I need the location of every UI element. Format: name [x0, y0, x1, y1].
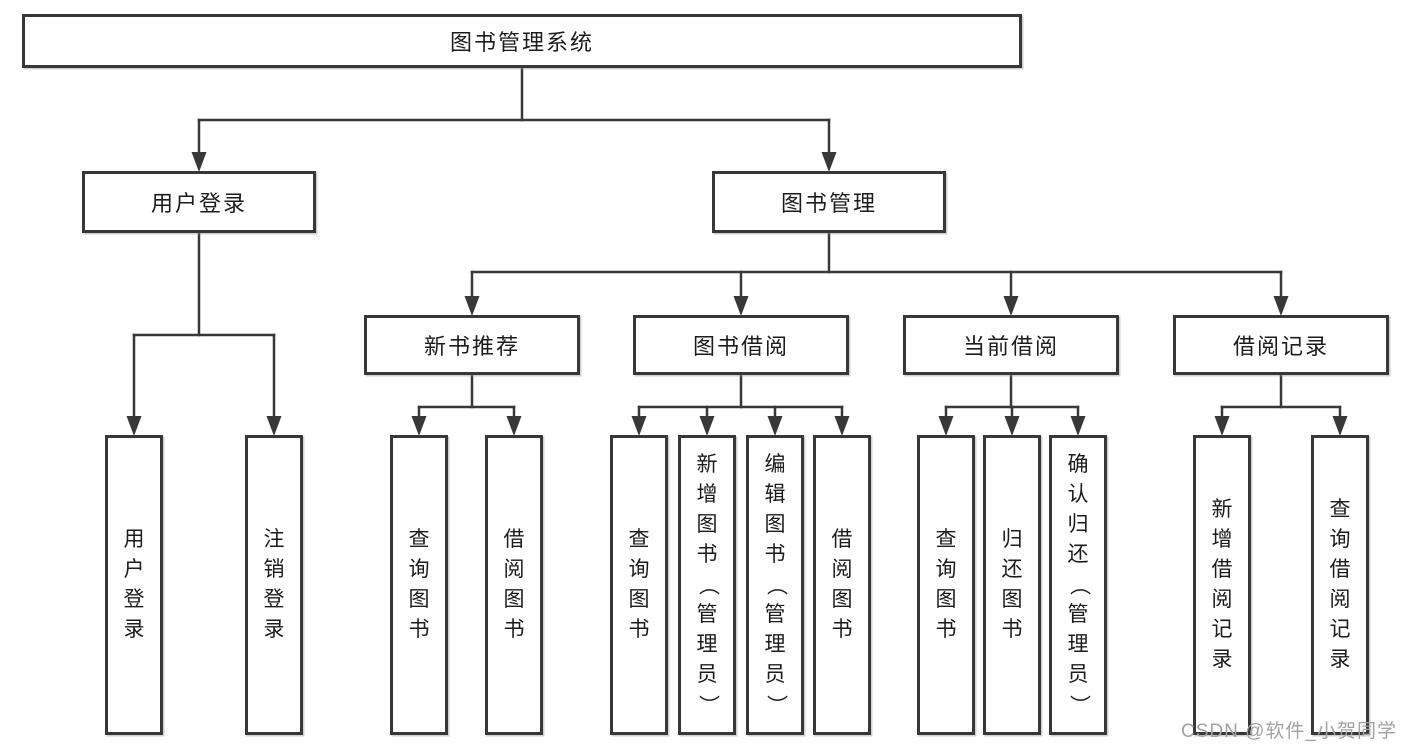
leaf-confirm-return-admin: 确认归还（管理员）: [1049, 435, 1107, 735]
leaf-user-login: 用户登录: [105, 435, 163, 735]
leaf-query-borrow-record: 查询借阅记录: [1311, 435, 1369, 735]
leaf-logout: 注销登录: [245, 435, 303, 735]
node-library-system: 图书管理系统: [22, 14, 1022, 68]
leaf-borrow-books: 借阅图书: [813, 435, 871, 735]
leaf-query-books-recommend: 查询图书: [390, 435, 448, 735]
leaf-borrow-books-recommend: 借阅图书: [485, 435, 543, 735]
leaf-edit-books-admin: 编辑图书（管理员）: [746, 435, 804, 735]
node-current-borrowing: 当前借阅: [903, 315, 1119, 375]
leaf-query-books-current: 查询图书: [917, 435, 975, 735]
node-book-management: 图书管理: [712, 171, 946, 233]
node-new-book-recommend: 新书推荐: [364, 315, 580, 375]
node-borrow-records: 借阅记录: [1173, 315, 1389, 375]
leaf-add-borrow-record: 新增借阅记录: [1193, 435, 1251, 735]
leaf-add-books-admin: 新增图书（管理员）: [678, 435, 736, 735]
node-book-borrowing: 图书借阅: [633, 315, 849, 375]
leaf-query-books-borrowing: 查询图书: [610, 435, 668, 735]
leaf-return-books: 归还图书: [983, 435, 1041, 735]
node-user-login: 用户登录: [82, 171, 316, 233]
csdn-watermark: CSDN @软件_小贺同学: [1181, 721, 1397, 742]
